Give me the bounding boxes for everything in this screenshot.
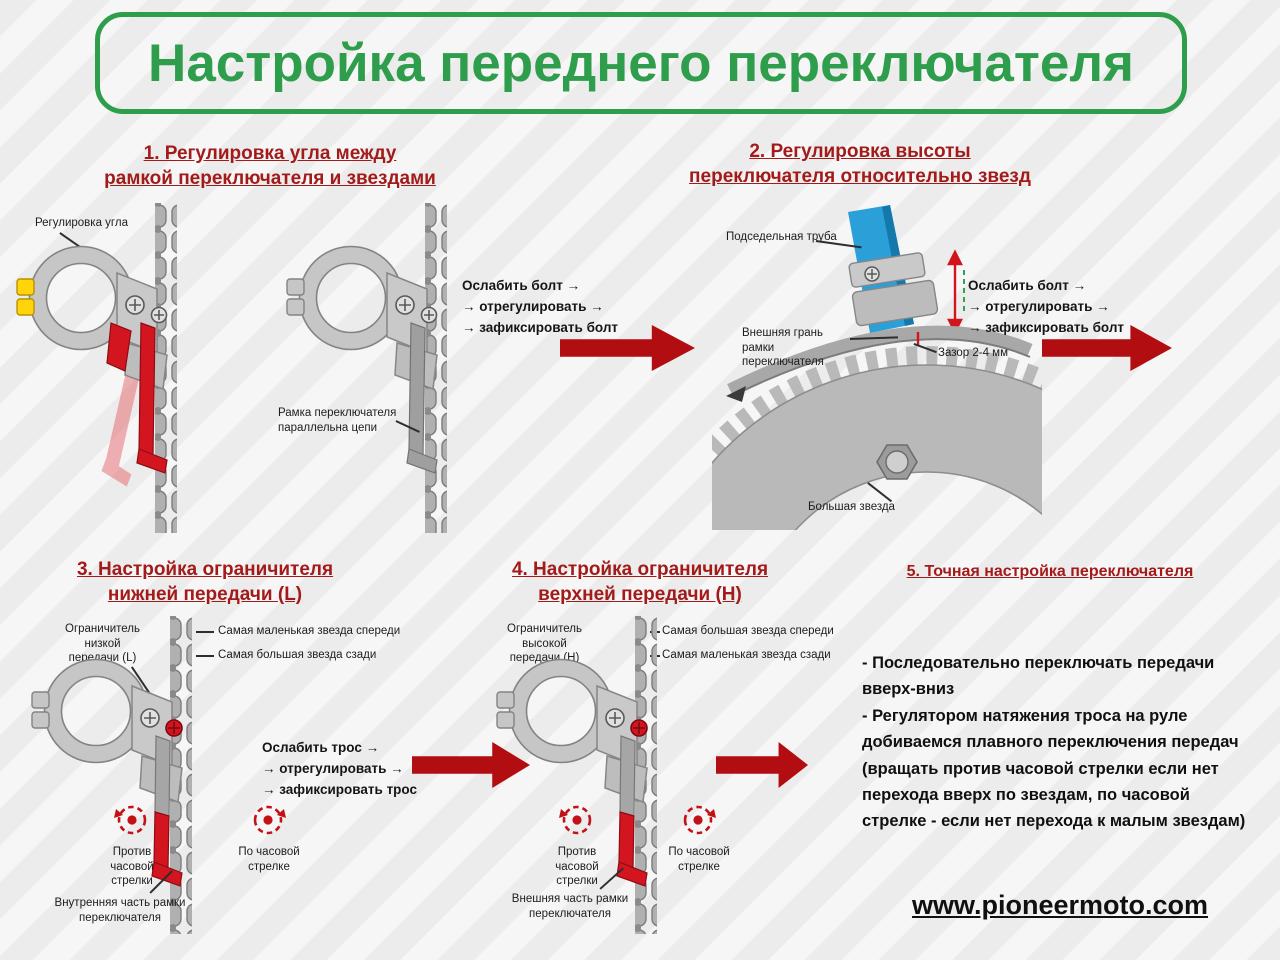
pointer-line [196,655,214,657]
section4-cw-label: По часовой стрелке [668,846,730,873]
section2-seat-tube-label: Подседельная труба [726,231,837,243]
section4-heading: 4. Настройка ограничителя верхней переда… [511,559,769,605]
rotate-clockwise-icon [253,805,286,835]
section5-instructions: - Последовательно переключать передачи в… [862,654,1246,831]
section4-outer-cage-label: Внешняя часть рамки переключателя [511,893,629,920]
section1-steps: Ослабить болт → → отрегулировать → → заф… [462,278,619,335]
section4-arrow-icon [716,742,808,788]
derailleur-high-limit-diagram [496,616,657,934]
derailleur-angle-diagram [16,203,177,533]
derailleur-aligned-diagram [286,203,447,533]
section3-heading: 3. Настройка ограничителя нижней передач… [76,559,334,605]
section2-steps: Ослабить болт → → отрегулировать → → заф… [968,278,1125,335]
section1-angle-label: Регулировка угла [35,217,128,229]
rotate-counterclockwise-icon [559,805,592,835]
title-box: Настройка переднего переключателя [95,12,1187,114]
pointer-line [196,631,214,633]
derailleur-low-limit-diagram [31,616,192,934]
section4-ccw-label: Против часовой стрелки [555,846,599,888]
rotate-clockwise-icon [683,805,716,835]
section4-front-gear-label: Самая большая звезда спереди [662,625,834,637]
section4-rear-gear-label: Самая маленькая звезда сзади [662,649,831,661]
section3-cw-label: По часовой стрелке [238,846,300,873]
section3-ccw-label: Против часовой стрелки [110,846,154,888]
section5-heading: 5. Точная настройка переключателя [906,563,1194,580]
section2-outer-edge-label: Внешняя грань рамки переключателя [742,327,824,369]
rotate-counterclockwise-icon [114,805,147,835]
section1-heading: 1. Регулировка угла между рамкой переклю… [104,143,436,189]
website-url: www.pioneermoto.com [911,890,1209,920]
section3-inner-cage-label: Внутренняя часть рамки переключателя [54,897,186,924]
section3-front-gear-label: Самая маленькая звезда спереди [218,625,401,637]
section3-rear-gear-label: Самая большая звезда сзади [218,649,377,661]
section1-frame-label: Рамка переключателя параллельна цепи [278,407,397,434]
section2-big-gear-label: Большая звезда [808,501,895,513]
height-adjust-diagram [712,200,1042,530]
section2-heading: 2. Регулировка высоты переключателя отно… [689,141,1031,187]
section3-steps: Ослабить трос → → отрегулировать → → заф… [262,740,418,797]
section2-gap-label: Зазор 2-4 мм [938,347,1008,359]
page-title: Настройка переднего переключателя [148,33,1134,93]
